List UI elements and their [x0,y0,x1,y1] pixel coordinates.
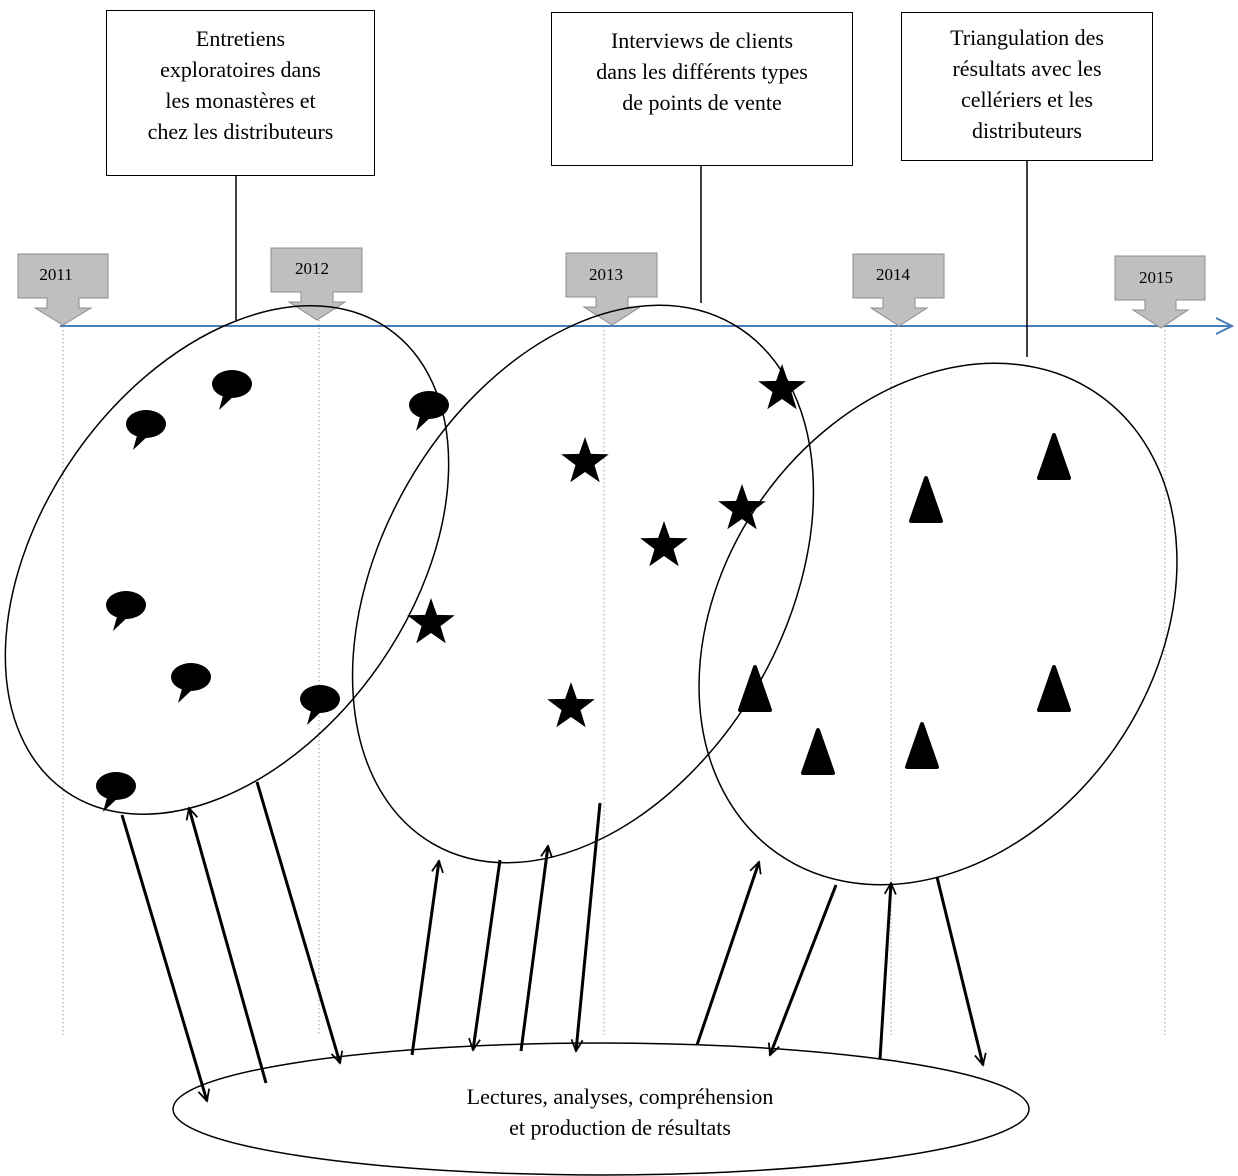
arrow-up [519,846,548,1052]
arrow-down [120,814,207,1101]
phase-3-label-box: Triangulation des résultats avec les cel… [901,12,1153,161]
analysis-label-line: Lectures, analyses, compréhension [466,1084,774,1109]
phase-1-symbols [96,370,449,812]
speech-bubble-icon [126,410,166,450]
arrow-down [770,884,838,1055]
year-marker-2013: 2013 [565,252,658,326]
triangle-icon [738,665,772,712]
phase-1-label-box: Entretiens exploratoires dans les monast… [106,10,375,176]
star-icon [561,437,609,483]
year-guides [62,320,1166,1035]
analysis-ellipse [172,1042,1030,1176]
phase-3-symbols [738,433,1071,775]
year-marker-shape [270,247,363,321]
speech-bubble-icon [96,772,136,812]
triangle-icon [1037,665,1071,712]
phase-1-label-line: Entretiens [195,26,286,51]
phase-2-symbols [407,364,806,728]
analysis-label-line: et production de résultats [509,1115,731,1140]
phase-1-label-line: chez les distributeurs [147,119,334,144]
speech-bubble-icon [409,391,449,431]
year-label: 2014 [876,265,911,284]
triangle-icon [905,722,939,769]
star-icon [547,682,595,728]
triangle-icon [801,728,835,775]
analysis-label: Lectures, analyses, compréhension et pro… [380,1081,860,1143]
phase-2-label-line: dans les différents types [596,59,808,84]
speech-bubble-icon [106,591,146,631]
arrow-down [255,781,340,1063]
phase-1-label-line: les monastères et [165,88,316,113]
year-marker-shape [17,253,109,326]
triangle-icon [1037,433,1071,480]
speech-bubble-icon [171,663,211,703]
star-icon [758,364,806,410]
phase-1-ellipse [4,305,450,815]
year-marker-2012: 2012 [270,247,363,321]
phase-2-label-line: de points de vente [622,90,782,115]
phase-3-label-line: distributeurs [971,118,1082,143]
star-icon [718,484,766,530]
speech-bubble-icon [300,685,340,725]
star-icon [407,598,455,644]
year-marker-2014: 2014 [852,253,945,327]
phase-2-ellipse [351,304,815,864]
phase-3-label-line: Triangulation des [950,25,1104,50]
star-icon [640,521,688,567]
year-marker-2011: 2011 [17,253,109,326]
phase-3-label-line: cellériers et les [961,87,1093,112]
year-marker-shape [1114,255,1206,329]
year-label: 2013 [589,265,623,284]
arrow-down [935,876,983,1065]
year-label: 2011 [39,265,72,284]
phase-2-label-box: Interviews de clients dans les différent… [551,12,853,166]
arrow-up [189,808,268,1084]
arrow-up [878,883,891,1060]
phase-2-label-line: Interviews de clients [610,28,794,53]
phase-3-ellipse [698,362,1178,886]
year-marker-shape [852,253,945,327]
arrow-down [473,859,502,1050]
phase-3-label-line: résultats avec les [952,56,1102,81]
triangle-icon [909,476,943,523]
year-label: 2012 [295,259,329,278]
arrow-down [576,802,602,1051]
year-label: 2015 [1139,268,1173,287]
year-marker-shape [565,252,658,326]
arrow-up [695,862,759,1046]
phase-1-label-line: exploratoires dans [160,57,321,82]
year-marker-2015: 2015 [1114,255,1206,329]
speech-bubble-icon [212,370,252,410]
arrow-up [410,861,439,1056]
feedback-arrows [120,781,983,1101]
